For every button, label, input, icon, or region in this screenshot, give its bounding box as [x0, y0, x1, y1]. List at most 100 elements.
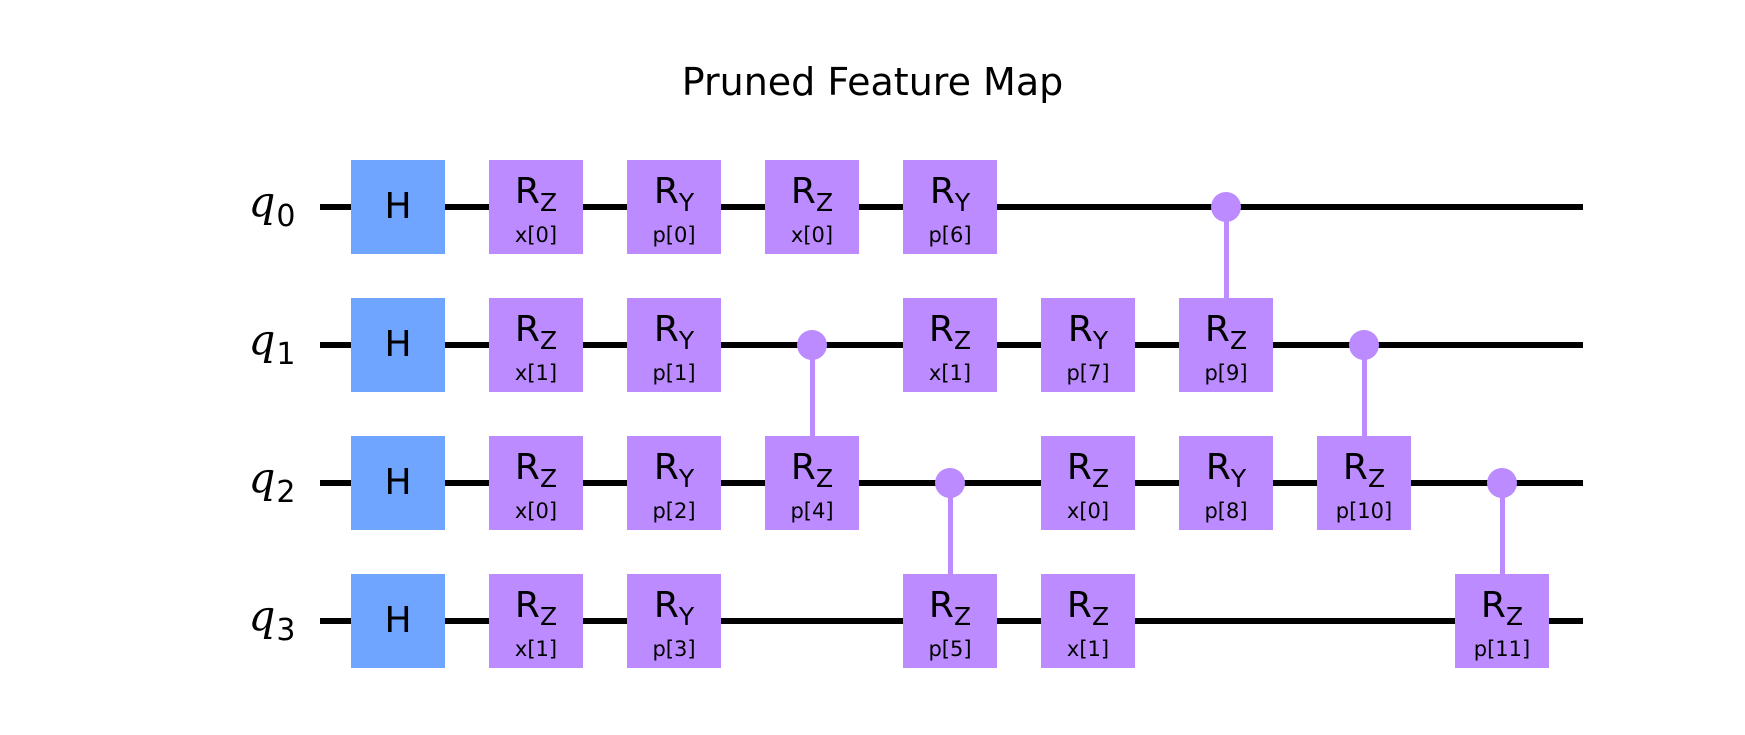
- gate-axis: Y: [1092, 325, 1109, 355]
- control-dot: [797, 330, 827, 360]
- gate-parameter: p[4]: [790, 498, 834, 523]
- qubit-index: 1: [276, 337, 296, 372]
- gate-label: R: [514, 446, 540, 488]
- gate-axis: Z: [1229, 325, 1248, 355]
- control-dot: [1349, 330, 1379, 360]
- gate-parameter: p[6]: [928, 222, 972, 247]
- qubit-label: q0: [232, 177, 312, 234]
- gate-parameter: p[3]: [652, 636, 696, 661]
- gate-axis: Z: [539, 463, 558, 493]
- ry-gate: RY p[1]: [627, 298, 721, 392]
- qubit-label: q2: [232, 453, 312, 510]
- gate-label: H: [384, 186, 412, 227]
- gate-axis: Y: [678, 601, 695, 631]
- control-dot: [935, 468, 965, 498]
- gate-axis: Z: [1091, 601, 1110, 631]
- gate-axis: Z: [953, 325, 972, 355]
- control-dot: [1487, 468, 1517, 498]
- rz-gate: RZ p[5]: [903, 574, 997, 668]
- gate-label: R: [790, 170, 816, 212]
- gate-label: R: [928, 308, 954, 350]
- gate-label: R: [1067, 308, 1093, 350]
- gate-symbol: RY: [929, 170, 971, 217]
- gate-symbol: RZ: [928, 308, 972, 355]
- gate-axis: Y: [1230, 463, 1247, 493]
- gate-label: R: [1066, 446, 1092, 488]
- gate-axis: Z: [953, 601, 972, 631]
- qubit-name: q: [248, 591, 276, 640]
- gate-symbol: RZ: [514, 584, 558, 631]
- hadamard-gate: H: [351, 436, 445, 530]
- gate-symbol: RZ: [929, 587, 972, 631]
- qubit-index: 3: [276, 613, 296, 648]
- gate-symbol: RZ: [514, 170, 558, 217]
- control-line: [809, 345, 815, 483]
- gate-axis: Y: [678, 463, 695, 493]
- gate-label: H: [384, 462, 412, 503]
- hadamard-gate: H: [351, 160, 445, 254]
- gate-label: R: [1205, 446, 1231, 488]
- gate-parameter: p[0]: [652, 222, 696, 247]
- gate-symbol: H: [384, 465, 411, 501]
- gate-parameter: x[0]: [790, 222, 834, 247]
- hadamard-gate: H: [351, 574, 445, 668]
- gate-axis: Y: [678, 325, 695, 355]
- gate-symbol: RY: [653, 584, 695, 631]
- gate-parameter: p[5]: [928, 636, 972, 661]
- gate-symbol: RY: [654, 173, 694, 215]
- gate-symbol: RZ: [790, 170, 834, 217]
- gate-label: H: [384, 600, 412, 641]
- gate-label: R: [514, 308, 540, 350]
- diagram-title: Pruned Feature Map: [681, 60, 1064, 104]
- gate-symbol: RY: [654, 311, 695, 355]
- gate-parameter: x[0]: [514, 222, 558, 247]
- gate-symbol: H: [384, 327, 411, 363]
- gate-label: H: [384, 324, 412, 365]
- gate-symbol: RZ: [1066, 446, 1110, 493]
- gate-label: R: [653, 446, 679, 488]
- gate-symbol: RY: [1067, 308, 1109, 355]
- gate-axis: Z: [539, 187, 558, 217]
- gate-label: R: [514, 584, 540, 626]
- qubit-name: q: [248, 315, 276, 364]
- gate-label: R: [1066, 584, 1092, 626]
- gate-label: R: [929, 170, 955, 212]
- gate-symbol: RZ: [791, 449, 833, 491]
- gate-axis: Z: [1091, 463, 1110, 493]
- gate-parameter: x[1]: [514, 360, 558, 385]
- gate-parameter: x[1]: [928, 360, 972, 385]
- gate-parameter: x[0]: [514, 498, 558, 523]
- gate-label: R: [653, 584, 679, 626]
- gate-axis: Z: [815, 187, 834, 217]
- gate-parameter: p[8]: [1204, 498, 1248, 523]
- gate-symbol: RZ: [1480, 584, 1523, 629]
- gate-axis: Y: [954, 187, 971, 217]
- gate-symbol: RZ: [1205, 311, 1248, 355]
- control-line: [947, 483, 953, 621]
- gate-symbol: RZ: [514, 308, 557, 353]
- qubit-name: q: [248, 177, 276, 226]
- gate-parameter: p[2]: [652, 498, 696, 523]
- gate-axis: Z: [1367, 463, 1386, 493]
- gate-symbol: RZ: [514, 446, 558, 493]
- gate-axis: Z: [539, 601, 558, 631]
- gate-symbol: RY: [653, 446, 695, 493]
- gate-label: R: [514, 170, 540, 212]
- gate-label: R: [1480, 584, 1506, 626]
- rz-gate: RZ x[1]: [489, 298, 583, 392]
- ry-gate: RY p[0]: [627, 160, 721, 254]
- gate-label: R: [1342, 446, 1368, 488]
- gate-parameter: p[1]: [652, 360, 696, 385]
- gate-parameter: x[1]: [1066, 636, 1110, 661]
- qubit-index: 0: [276, 199, 296, 234]
